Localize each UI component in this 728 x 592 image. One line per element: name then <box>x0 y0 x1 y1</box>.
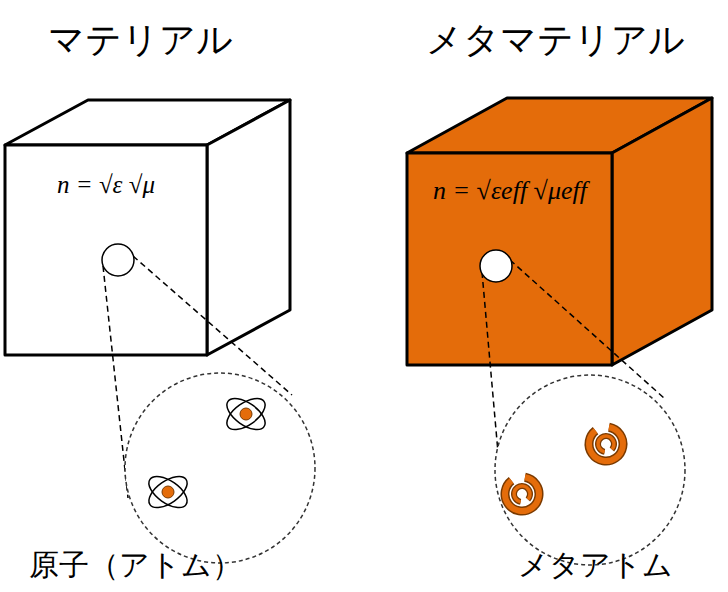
cube-front: マテリアルn = √ε √μ <box>5 145 207 355</box>
sample-spot <box>480 250 512 282</box>
atom-symbol <box>222 392 271 435</box>
formula: n = √ε √μ <box>57 170 155 200</box>
sample-spot <box>102 244 134 276</box>
atom-symbol <box>144 470 193 513</box>
caption-label: 原子（アトム） <box>29 547 242 583</box>
cube-front: メタマテリアルn = √εeff √μeff <box>407 153 612 365</box>
title-text: マテリアル <box>48 18 233 61</box>
formula: n = √εeff √μeff <box>433 175 587 206</box>
caption-label: メタアトム <box>518 547 673 583</box>
metamaterial-cube <box>407 98 712 365</box>
split-ring <box>586 424 625 463</box>
title-text: メタマテリアル <box>426 18 685 61</box>
material-cube <box>5 100 290 355</box>
zoom-circle <box>125 373 315 563</box>
zoom-circle <box>495 375 685 565</box>
split-ring <box>502 474 541 513</box>
